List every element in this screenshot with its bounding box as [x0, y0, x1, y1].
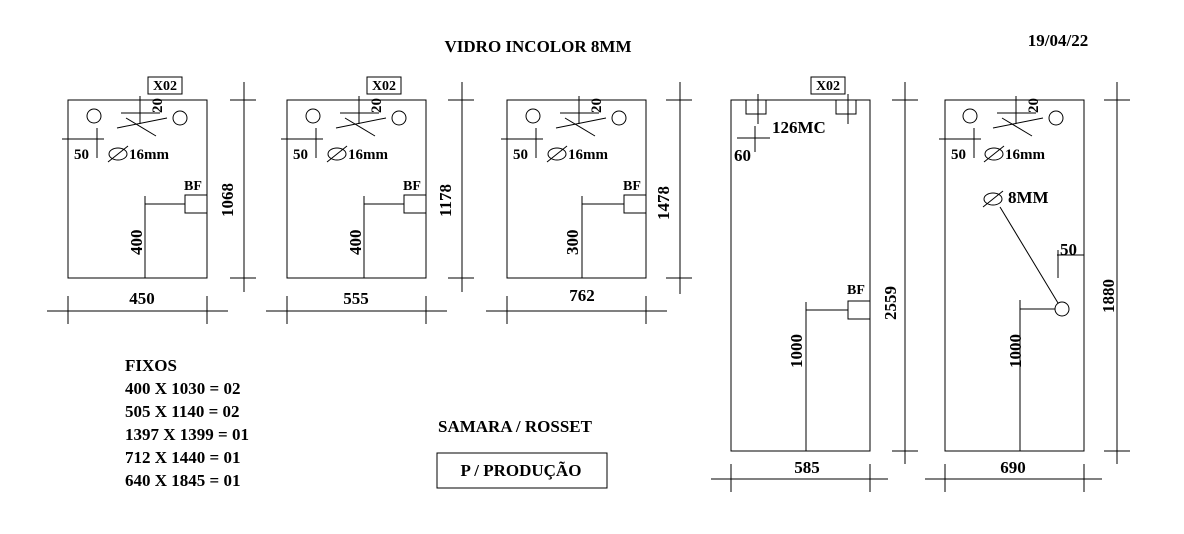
hole-left: [962, 108, 978, 124]
glass-panel-4: X02 126MC 60 BF 1000 2559 585: [711, 76, 918, 492]
panel-tag: X02: [816, 79, 840, 94]
bf-label: BF: [403, 179, 421, 194]
panel-tag-box: [147, 76, 183, 95]
edge-offset: 50: [293, 147, 308, 163]
bf-height: 1000: [787, 334, 806, 368]
hole-diameter-note: 16mm: [348, 147, 388, 163]
panel-outline: [286, 99, 427, 279]
diameter-icon: [984, 147, 1004, 161]
hole-diameter-note: 16mm: [1005, 147, 1045, 163]
client-name: SAMARA / ROSSET: [438, 417, 593, 436]
hole-right: [611, 110, 627, 126]
hole2-offset: 50: [1060, 240, 1077, 259]
diameter-icon: [983, 192, 1003, 206]
destination-box: [436, 452, 608, 489]
fixos-item: 640 X 1845 = 01: [125, 471, 240, 490]
panel-height: 1178: [436, 184, 455, 217]
edge-offset: 60: [734, 146, 751, 165]
edge-offset: 50: [951, 147, 966, 163]
destination-label: P / PRODUÇÃO: [461, 461, 582, 480]
panel-tag: X02: [372, 79, 396, 94]
glass-panel-1: X02 20 50 16mm BF 400 1068 450: [47, 76, 256, 324]
hole2-diameter-note: 8MM: [1008, 188, 1049, 207]
hole-left: [86, 108, 102, 124]
panel-width: 690: [1000, 458, 1026, 477]
hole-8mm: [1054, 301, 1070, 317]
hole-dimension: 20: [589, 98, 605, 113]
bf-height: 400: [346, 230, 365, 256]
bf-box: [623, 194, 647, 214]
fixos-item: 1397 X 1399 = 01: [125, 425, 249, 444]
hole-diameter-note: 16mm: [568, 147, 608, 163]
fixos-item: 505 X 1140 = 02: [125, 402, 240, 421]
bf-label: BF: [623, 179, 641, 194]
hole-diameter-note: 16mm: [129, 147, 169, 163]
diameter-icon: [547, 147, 567, 161]
panel-width: 585: [794, 458, 820, 477]
panel-tag: X02: [153, 79, 177, 94]
bf-label: BF: [184, 179, 202, 194]
diameter-icon: [327, 147, 347, 161]
fixos-item: 712 X 1440 = 01: [125, 448, 240, 467]
hole2-height: 1000: [1006, 334, 1025, 368]
fixos-title: FIXOS: [125, 356, 177, 375]
bf-height: 300: [563, 230, 582, 256]
diameter-icon: [108, 147, 128, 161]
panel-outline: [506, 99, 647, 279]
hole-dimension: 20: [369, 98, 385, 113]
glass-panel-3: 20 50 16mm BF 300 1478 762: [486, 82, 692, 324]
glass-panel-5: 20 50 16mm 8MM 50 1000 1880 690: [925, 82, 1130, 492]
panel-height: 1478: [654, 186, 673, 220]
drawing-title: VIDRO INCOLOR 8MM: [445, 37, 632, 56]
edge-offset: 50: [513, 147, 528, 163]
hole-dimension: 20: [1026, 98, 1042, 113]
panel-outline: [944, 99, 1085, 452]
fixos-list: FIXOS 400 X 1030 = 02 505 X 1140 = 02 13…: [125, 356, 249, 490]
panel-outline: [730, 99, 871, 452]
panel-width: 555: [343, 289, 369, 308]
notch-label: 126MC: [772, 118, 826, 137]
panel-height: 1880: [1099, 279, 1118, 313]
fixos-item: 400 X 1030 = 02: [125, 379, 240, 398]
hole-left: [525, 108, 541, 124]
bf-box: [184, 194, 208, 214]
drawing-date: 19/04/22: [1028, 31, 1088, 50]
notch-right: [835, 99, 857, 115]
edge-offset: 50: [74, 147, 89, 163]
panel-height: 1068: [218, 183, 237, 217]
bf-box: [847, 300, 871, 320]
panel-width: 450: [129, 289, 155, 308]
bf-box: [403, 194, 427, 214]
notch-left: [745, 99, 767, 115]
hole-right: [172, 110, 188, 126]
hole-dimension: 20: [150, 98, 166, 113]
hole-right: [1048, 110, 1064, 126]
panel-width: 762: [569, 286, 595, 305]
bf-height: 400: [127, 230, 146, 256]
panel-tag-box: [810, 76, 846, 95]
panel-outline: [67, 99, 208, 279]
panel-height: 2559: [881, 286, 900, 320]
bf-label: BF: [847, 283, 865, 298]
hole-left: [305, 108, 321, 124]
panel-tag-box: [366, 76, 402, 95]
hole-right: [391, 110, 407, 126]
glass-panel-2: X02 20 50 16mm BF 400 1178 555: [266, 76, 474, 324]
